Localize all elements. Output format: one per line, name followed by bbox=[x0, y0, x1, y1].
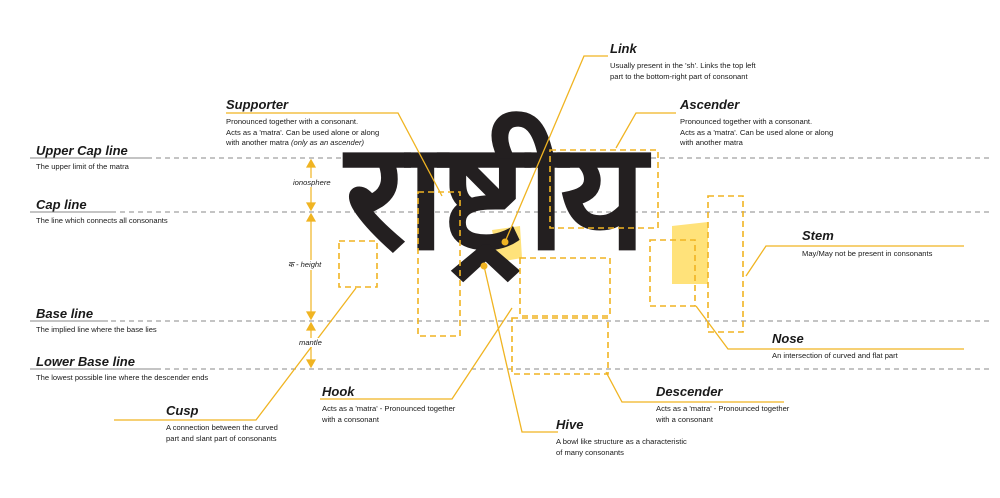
hook-leader bbox=[320, 307, 513, 400]
hive-title: Hive bbox=[556, 417, 584, 432]
hook-title: Hook bbox=[322, 384, 355, 399]
supporter-box bbox=[417, 191, 461, 337]
supporter-title: Supporter bbox=[226, 97, 289, 112]
stem-box bbox=[707, 195, 744, 333]
descender-title: Descender bbox=[656, 384, 723, 399]
lower-base-line-desc: The lowest possible line where the desce… bbox=[36, 373, 209, 382]
supporter-leader bbox=[226, 112, 443, 197]
link-title: Link bbox=[610, 41, 637, 56]
ascender-title: Ascender bbox=[680, 97, 740, 112]
hive-desc: A bowl like structure as a characteristi… bbox=[556, 437, 687, 457]
stem-desc: May/May not be present in consonants bbox=[802, 249, 933, 258]
base-line-desc: The implied line where the base lies bbox=[36, 325, 157, 334]
ascender-box bbox=[549, 149, 659, 229]
nose-box bbox=[649, 239, 696, 307]
leader-lines bbox=[114, 55, 964, 433]
nose-desc: An intersection of curved and flat part bbox=[772, 351, 898, 360]
cap-line-title: Cap line bbox=[36, 197, 87, 212]
base-line-title: Base line bbox=[36, 306, 94, 321]
cusp-leader bbox=[114, 287, 357, 421]
ionosphere-label: ionosphere bbox=[291, 178, 333, 187]
stem-title: Stem bbox=[802, 228, 834, 243]
hook-box bbox=[519, 257, 611, 317]
part-boxes bbox=[338, 149, 744, 375]
devanagari-word: राष्ट्रीय bbox=[345, 110, 647, 284]
descender-box bbox=[511, 317, 609, 375]
upper-cap-line-title: Upper Cap line bbox=[36, 143, 128, 158]
cusp-desc: A connection between the curved part and… bbox=[166, 423, 278, 443]
mantle-label: mantle bbox=[297, 338, 324, 347]
cap-line-desc: The line which connects all consonants bbox=[36, 216, 168, 225]
lower-base-line-title: Lower Base line bbox=[36, 354, 135, 369]
supporter-desc: Pronounced together with a consonant. Ac… bbox=[226, 117, 380, 147]
ascender-leader bbox=[615, 112, 676, 149]
link-desc: Usually present in the 'sh'. Links the t… bbox=[610, 61, 756, 81]
hive-marker-dot bbox=[480, 262, 488, 270]
ascender-desc: Pronounced together with a consonant. Ac… bbox=[680, 117, 834, 147]
upper-cap-line-desc: The upper limit of the matra bbox=[36, 162, 129, 171]
cusp-title: Cusp bbox=[166, 403, 199, 418]
height-zone-label: क - height bbox=[286, 260, 324, 270]
nose-leader bbox=[695, 305, 964, 350]
hive-leader bbox=[483, 265, 558, 433]
nose-title: Nose bbox=[772, 331, 804, 346]
stem-leader bbox=[745, 245, 964, 277]
descender-leader bbox=[605, 371, 784, 403]
link-leader bbox=[504, 55, 608, 243]
zone-arrows bbox=[305, 158, 317, 369]
descender-desc: Acts as a 'matra' - Pronounced together … bbox=[656, 404, 790, 424]
hook-desc: Acts as a 'matra' - Pronounced together … bbox=[322, 404, 456, 424]
link-marker-dot bbox=[501, 238, 509, 246]
cusp-box bbox=[338, 240, 378, 288]
